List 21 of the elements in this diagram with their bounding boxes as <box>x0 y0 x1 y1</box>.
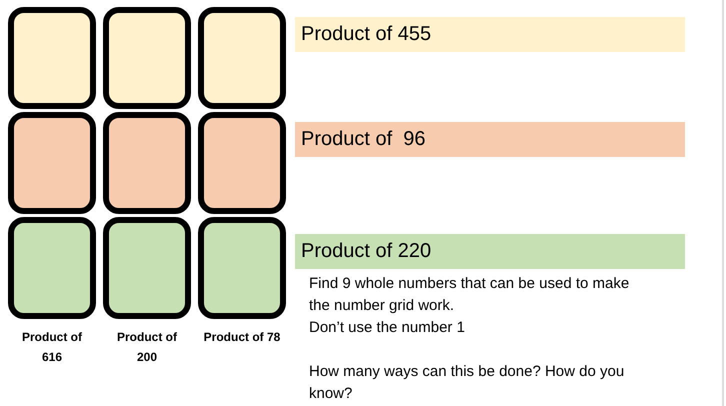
grid-square <box>103 217 191 319</box>
grid-square <box>103 112 191 214</box>
row-band <box>295 17 685 52</box>
grid-square <box>8 7 96 109</box>
row-label: Product of 455 <box>301 23 432 45</box>
column-label: Product of 200 <box>116 329 178 366</box>
column-label: Product of 78 <box>202 329 282 346</box>
grid-square <box>8 217 96 319</box>
instruction-text: Don’t use the number 1 <box>309 318 466 338</box>
row-band <box>295 122 685 157</box>
row-label: Product of 96 <box>301 128 426 150</box>
grid-square <box>198 7 286 109</box>
question-text: How many ways can this be done? How do you know? <box>309 362 626 404</box>
grid-square <box>198 217 286 319</box>
grid-square <box>8 112 96 214</box>
column-label: Product of 616 <box>21 329 83 366</box>
grid-square <box>103 7 191 109</box>
grid-square <box>198 112 286 214</box>
row-label: Product of 220 <box>301 240 432 262</box>
row-band <box>295 234 685 269</box>
instruction-text: Find 9 whole numbers that can be used to make the number grid work. <box>309 274 630 316</box>
